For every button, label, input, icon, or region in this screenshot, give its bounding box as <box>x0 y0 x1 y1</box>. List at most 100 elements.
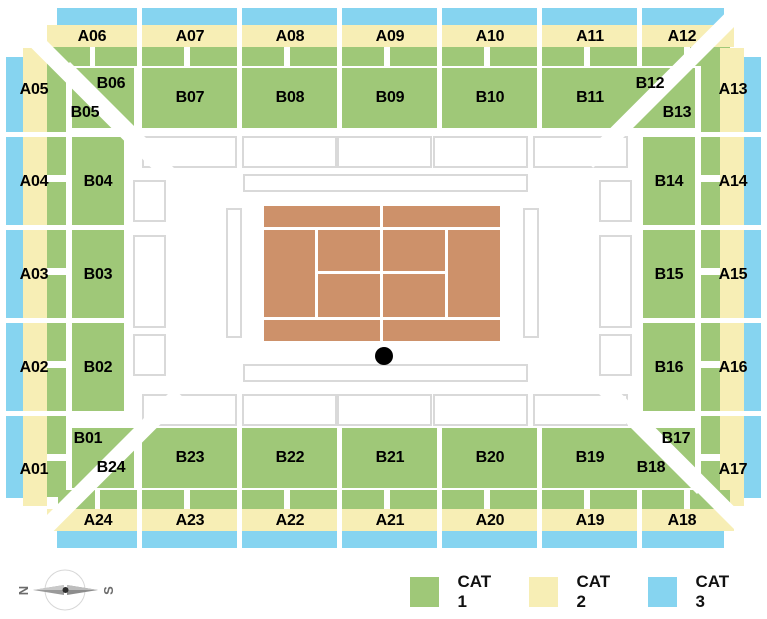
cat2-strip-bot-a21[interactable] <box>342 509 437 531</box>
cat1-strip-bot-a23-r[interactable] <box>190 490 237 509</box>
cat3-strip-top-a09[interactable] <box>342 8 437 25</box>
cat1-strip-bot-a22-r[interactable] <box>290 490 337 509</box>
cat1-strip-top-a09-l[interactable] <box>342 47 384 66</box>
cat2-strip-bot-a20[interactable] <box>442 509 537 531</box>
cat3-strip-right-a13[interactable] <box>744 57 761 132</box>
cat2-strip-top-a08[interactable] <box>242 25 337 47</box>
cat3-strip-top-a06[interactable] <box>57 8 137 25</box>
cat2-strip-left-a02[interactable] <box>23 323 47 411</box>
cat2-strip-top-a09[interactable] <box>342 25 437 47</box>
cat1-strip-bot-a23-l[interactable] <box>142 490 184 509</box>
section-b10[interactable] <box>442 68 537 128</box>
section-b19[interactable] <box>542 428 637 488</box>
cat2-strip-top-a07[interactable] <box>142 25 237 47</box>
cat3-strip-bot-a24[interactable] <box>57 531 137 548</box>
section-b03[interactable] <box>72 230 124 318</box>
cat2-strip-bot-a22[interactable] <box>242 509 337 531</box>
cat1-strip-bot-a19-l[interactable] <box>542 490 584 509</box>
cat1-strip-right-a13[interactable] <box>701 62 720 132</box>
cat1-strip-left-a03-t[interactable] <box>47 230 66 268</box>
cat3-strip-bot-a20[interactable] <box>442 531 537 548</box>
cat3-strip-left-a04[interactable] <box>6 137 23 225</box>
cat1-strip-bot-a20-r[interactable] <box>490 490 537 509</box>
cat2-strip-left-a05[interactable] <box>23 48 47 132</box>
cat2-strip-bot-a18[interactable] <box>642 509 734 531</box>
cat1-strip-top-a08-r[interactable] <box>290 47 337 66</box>
cat3-strip-bot-a19[interactable] <box>542 531 637 548</box>
cat1-strip-top-a10-r[interactable] <box>490 47 537 66</box>
cat1-strip-top-a07-l[interactable] <box>142 47 184 66</box>
cat1-strip-right-a15-b[interactable] <box>701 275 720 318</box>
legend-item-cat1[interactable]: CAT 1 <box>410 572 499 612</box>
cat1-strip-bot-a22-l[interactable] <box>242 490 284 509</box>
cat2-strip-bot-a23[interactable] <box>142 509 237 531</box>
cat3-strip-right-a14[interactable] <box>744 137 761 225</box>
cat1-strip-bot-a21-r[interactable] <box>390 490 437 509</box>
cat2-strip-bot-a19[interactable] <box>542 509 637 531</box>
cat2-strip-right-a14[interactable] <box>720 137 744 225</box>
cat1-strip-left-a03-b[interactable] <box>47 275 66 318</box>
cat1-strip-right-a16-t[interactable] <box>701 323 720 361</box>
cat2-strip-left-a04[interactable] <box>23 137 47 225</box>
cat1-strip-right-a17-t[interactable] <box>701 416 720 454</box>
cat1-strip-right-a14-t[interactable] <box>701 137 720 175</box>
cat1-strip-left-a04-b[interactable] <box>47 182 66 225</box>
cat3-strip-top-a08[interactable] <box>242 8 337 25</box>
cat1-strip-top-a06-r[interactable] <box>95 47 137 66</box>
cat3-strip-bot-a23[interactable] <box>142 531 237 548</box>
cat2-strip-top-a11[interactable] <box>542 25 637 47</box>
cat1-strip-right-a16-b[interactable] <box>701 368 720 411</box>
section-b15[interactable] <box>643 230 695 318</box>
section-b07[interactable] <box>142 68 237 128</box>
cat1-strip-right-a14-b[interactable] <box>701 182 720 225</box>
cat2-strip-right-a16[interactable] <box>720 323 744 411</box>
cat1-strip-left-a01-b[interactable] <box>47 461 66 497</box>
cat3-strip-bot-a22[interactable] <box>242 531 337 548</box>
cat1-strip-bot-a19-r[interactable] <box>590 490 637 509</box>
cat1-strip-left-a02-t[interactable] <box>47 323 66 361</box>
legend-item-cat3[interactable]: CAT 3 <box>648 572 737 612</box>
cat2-strip-left-a01[interactable] <box>23 416 47 506</box>
cat1-strip-top-a10-l[interactable] <box>442 47 484 66</box>
cat1-strip-bot-a24-r[interactable] <box>100 490 137 509</box>
section-b02[interactable] <box>72 323 124 411</box>
section-b23[interactable] <box>142 428 237 488</box>
cat1-strip-bot-a20-l[interactable] <box>442 490 484 509</box>
section-b08[interactable] <box>242 68 337 128</box>
cat3-strip-bot-a18[interactable] <box>642 531 724 548</box>
cat1-strip-top-a11-r[interactable] <box>590 47 637 66</box>
cat3-strip-top-a10[interactable] <box>442 8 537 25</box>
cat1-strip-left-a02-b[interactable] <box>47 368 66 411</box>
section-b04[interactable] <box>72 137 124 225</box>
cat3-strip-right-a16[interactable] <box>744 323 761 411</box>
cat3-strip-left-a02[interactable] <box>6 323 23 411</box>
cat3-strip-right-a17[interactable] <box>744 416 761 498</box>
cat1-strip-bot-a21-l[interactable] <box>342 490 384 509</box>
cat1-strip-right-a15-t[interactable] <box>701 230 720 268</box>
cat2-strip-right-a13[interactable] <box>720 48 744 132</box>
cat3-strip-left-a05[interactable] <box>6 57 23 132</box>
cat1-strip-bot-a18-l[interactable] <box>642 490 684 509</box>
stadium-seating-map[interactable]: A06 A07 A08 A09 A10 A11 A12 A24 A23 A22 … <box>0 0 767 584</box>
cat3-strip-top-a12[interactable] <box>642 8 724 25</box>
section-b20[interactable] <box>442 428 537 488</box>
section-b16[interactable] <box>643 323 695 411</box>
cat3-strip-top-a11[interactable] <box>542 8 637 25</box>
cat2-strip-right-a15[interactable] <box>720 230 744 318</box>
cat3-strip-right-a15[interactable] <box>744 230 761 318</box>
cat1-strip-top-a07-r[interactable] <box>190 47 237 66</box>
cat2-strip-left-a03[interactable] <box>23 230 47 318</box>
section-b21[interactable] <box>342 428 437 488</box>
section-b22[interactable] <box>242 428 337 488</box>
cat2-strip-top-a06[interactable] <box>47 25 137 47</box>
cat1-strip-left-a05[interactable] <box>47 62 66 132</box>
cat1-strip-top-a09-r[interactable] <box>390 47 437 66</box>
cat1-strip-top-a12-l[interactable] <box>642 47 684 66</box>
legend-item-cat2[interactable]: CAT 2 <box>529 572 618 612</box>
cat3-strip-left-a01[interactable] <box>6 416 23 498</box>
cat3-strip-bot-a21[interactable] <box>342 531 437 548</box>
section-b14[interactable] <box>643 137 695 225</box>
cat1-strip-top-a11-l[interactable] <box>542 47 584 66</box>
cat1-strip-left-a01-t[interactable] <box>47 416 66 454</box>
cat3-strip-left-a03[interactable] <box>6 230 23 318</box>
